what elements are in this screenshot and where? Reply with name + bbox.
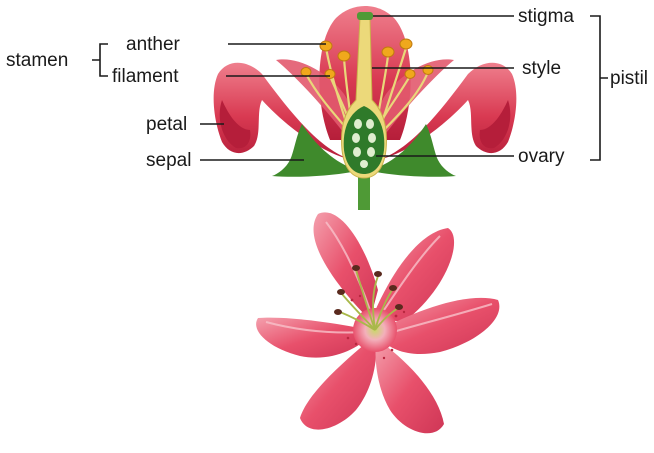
label-stamen: stamen	[6, 50, 68, 71]
section-flower	[214, 6, 517, 210]
label-ovary: ovary	[518, 146, 565, 167]
stigma	[357, 12, 373, 20]
label-pistil: pistil	[610, 68, 648, 89]
label-anther: anther	[126, 34, 181, 55]
label-stigma: stigma	[518, 6, 574, 27]
label-filament: filament	[112, 66, 179, 87]
label-petal: petal	[146, 114, 187, 135]
lily-flower	[256, 212, 499, 433]
stamen-bracket	[92, 44, 108, 76]
label-style: style	[522, 58, 561, 79]
lily-petal-bottom-right	[376, 340, 444, 433]
label-sepal: sepal	[146, 150, 191, 171]
pistil-bracket	[590, 16, 608, 160]
